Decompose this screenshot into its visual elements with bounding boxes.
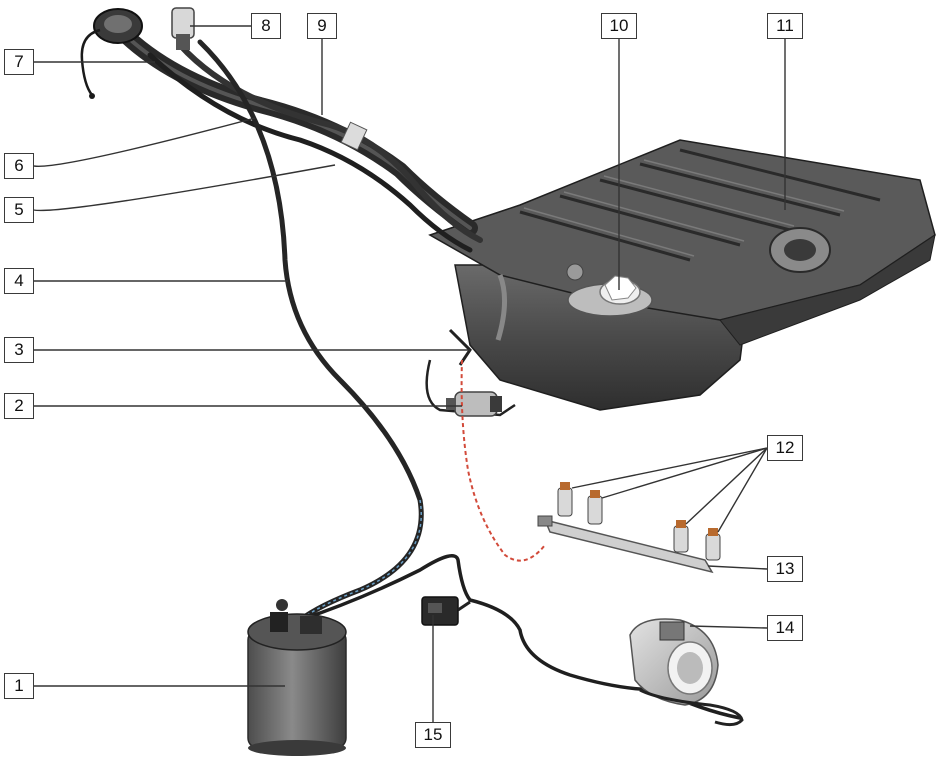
carbon-canister	[247, 599, 347, 756]
leader-12c	[685, 447, 768, 525]
throttle-body	[629, 618, 744, 727]
fuel-filter	[425, 328, 516, 417]
fuel-supply-line	[460, 359, 546, 562]
filler-neck-opening	[784, 239, 816, 261]
purge-solenoid-valve	[421, 596, 471, 626]
callout-11: 11	[767, 13, 803, 39]
callout-14: 14	[767, 615, 803, 641]
gravity-valve	[171, 7, 195, 50]
callout-13: 13	[767, 556, 803, 582]
hose-clamp	[340, 121, 368, 151]
callout-10: 10	[601, 13, 637, 39]
vapour-hose	[197, 39, 424, 623]
callout-8: 8	[251, 13, 281, 39]
leader-14	[689, 625, 768, 629]
injector-3	[673, 520, 689, 553]
filler-pipe	[112, 22, 478, 236]
fuel-pump-module	[566, 263, 653, 317]
breather-hose	[147, 52, 473, 253]
callout-7: 7	[4, 49, 34, 75]
callout-1: 1	[4, 673, 34, 699]
callout-9: 9	[307, 13, 337, 39]
leader-5	[33, 164, 336, 212]
leader-lines	[33, 25, 786, 722]
callout-3: 3	[4, 337, 34, 363]
tank-side-panel	[719, 233, 936, 346]
callout-6: 6	[4, 153, 34, 179]
leader-12a	[571, 447, 768, 489]
fuel-rail	[537, 482, 721, 574]
leader-6	[33, 117, 256, 167]
callout-4: 4	[4, 268, 34, 294]
callout-5: 5	[4, 197, 34, 223]
fuel-tank	[428, 139, 936, 411]
injectors	[557, 482, 721, 561]
leader-12b	[601, 447, 768, 499]
filler-pipe-assembly	[112, 22, 483, 253]
injector-2	[587, 490, 603, 525]
callout-2: 2	[4, 393, 34, 419]
callout-12: 12	[767, 435, 803, 461]
leader-13	[707, 565, 768, 570]
injector-4	[705, 528, 721, 561]
leader-12d	[717, 447, 768, 533]
injector-1	[557, 482, 573, 517]
callout-15: 15	[415, 722, 451, 748]
tank-ribs	[519, 148, 881, 262]
filler-cap	[80, 8, 143, 99]
tank-rib-highlights	[523, 159, 845, 257]
filter-bracket	[425, 359, 516, 417]
cap-tether	[80, 28, 101, 96]
tank-strap	[495, 274, 508, 341]
